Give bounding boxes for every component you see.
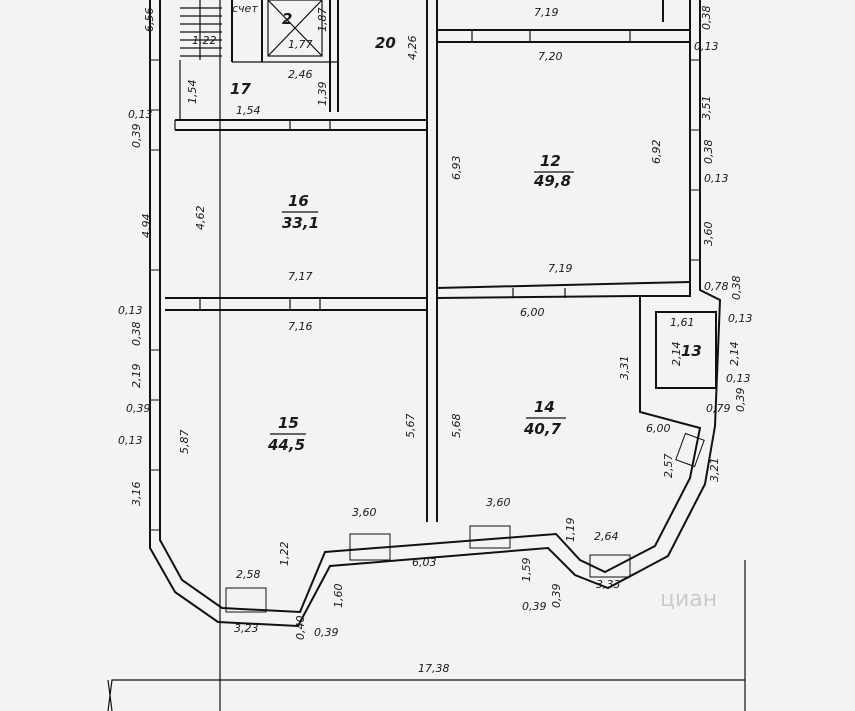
dimension: 17,38	[418, 662, 450, 675]
room-area: 44,5	[267, 436, 305, 454]
dimension: 4,62	[194, 206, 207, 231]
interior-walls	[165, 0, 717, 522]
dimension: 0,13	[128, 108, 153, 121]
dimension: 3,60	[702, 222, 715, 247]
dimension: 0,13	[726, 372, 751, 385]
dimension: 1,60	[332, 584, 345, 609]
dimension: 0,13	[728, 312, 753, 325]
dimension: 0,38	[730, 276, 743, 301]
dimension: 2,64	[594, 530, 619, 543]
stairs	[179, 0, 222, 120]
dimension: 0,39	[314, 626, 339, 639]
dimension: 1,59	[520, 558, 533, 583]
dimension: 1,22	[278, 542, 291, 567]
stair-label: счет	[232, 2, 258, 15]
room-number: 15	[278, 414, 299, 432]
dimension: 2,14	[670, 342, 683, 367]
dimension: 6,00	[646, 422, 671, 435]
dimension: 1,19	[564, 518, 577, 543]
room-number: 2	[282, 10, 292, 28]
dimension: 6,93	[450, 156, 463, 181]
room-area: 40,7	[523, 420, 562, 438]
dimension: 7,20	[538, 50, 563, 63]
watermark-text: циан	[660, 587, 717, 612]
dimension: 6,00	[520, 306, 545, 319]
dimension: 7,17	[288, 270, 313, 283]
room-number: 16	[288, 192, 309, 210]
room-labels: 20 17 16 33,1 12 49,8 15 44,5 14 40,7 13…	[230, 2, 702, 454]
dimension: 2,57	[662, 454, 675, 479]
dimension: 3,33	[596, 578, 621, 591]
dimension: 0,39	[550, 584, 563, 609]
dimension: 0,38	[130, 322, 143, 347]
dimension: 5,87	[178, 430, 191, 455]
dimension: 0,38	[700, 6, 713, 31]
dimension: 0,79	[706, 402, 731, 415]
dimension: 1,54	[186, 80, 199, 105]
dimension: 4,26	[406, 36, 419, 61]
elevator-shaft	[267, 0, 323, 57]
outer-walls	[149, 0, 722, 628]
dimension: 0,39	[734, 388, 747, 413]
dimension: 7,19	[548, 262, 573, 275]
dimension: 1,87	[316, 8, 329, 33]
dimension: 3,60	[486, 496, 511, 509]
dimension: 1,54	[236, 104, 261, 117]
dimension: 2,58	[236, 568, 261, 581]
dimension: 0,13	[704, 172, 729, 185]
dimension: 0,13	[118, 304, 143, 317]
room-number: 13	[681, 342, 702, 360]
dimension: 3,21	[708, 458, 721, 483]
dimension: 5,68	[450, 414, 463, 439]
dimension: 6,92	[650, 140, 663, 165]
dimension: 6,03	[412, 556, 437, 569]
dimension: 0,13	[694, 40, 719, 53]
room-area: 33,1	[282, 214, 319, 232]
dimension: 1,61	[670, 316, 695, 329]
dimension: 1,22	[192, 34, 217, 47]
dimension: 0,38	[702, 140, 715, 165]
dimension: 2,14	[728, 342, 741, 367]
dimension: 0,40	[294, 616, 307, 641]
dimension: 0,78	[704, 280, 729, 293]
dimension: 7,16	[288, 320, 313, 333]
room-number: 20	[375, 34, 396, 52]
dimension: 1,77	[288, 38, 313, 51]
room-number: 17	[230, 80, 251, 98]
dimension: 5,67	[404, 414, 417, 439]
dimension: 2,46	[288, 68, 313, 81]
room-area: 49,8	[533, 172, 571, 190]
dimension: 0,39	[130, 124, 143, 149]
windows	[149, 30, 705, 613]
dimension: 3,16	[130, 482, 143, 507]
dimension: 3,31	[618, 356, 631, 381]
dimension: 2,19	[130, 364, 143, 389]
dimension: 0,39	[522, 600, 547, 613]
dimension: 6,56	[143, 8, 156, 33]
dimension: 7,19	[534, 6, 559, 19]
room-number: 12	[540, 152, 561, 170]
lower-area	[107, 0, 746, 711]
dimension: 3,51	[700, 96, 713, 121]
dimension-labels: 6,56 1,22 1,54 0,13 0,39 4,94 0,13 0,38 …	[118, 6, 753, 676]
dimension: 0,39	[126, 402, 151, 415]
dimension: 0,13	[118, 434, 143, 447]
dimension: 4,94	[140, 214, 153, 239]
dimension: 3,23	[234, 622, 259, 635]
dimension: 3,60	[352, 506, 377, 519]
room-number: 14	[534, 398, 555, 416]
dimension: 1,39	[316, 82, 329, 107]
